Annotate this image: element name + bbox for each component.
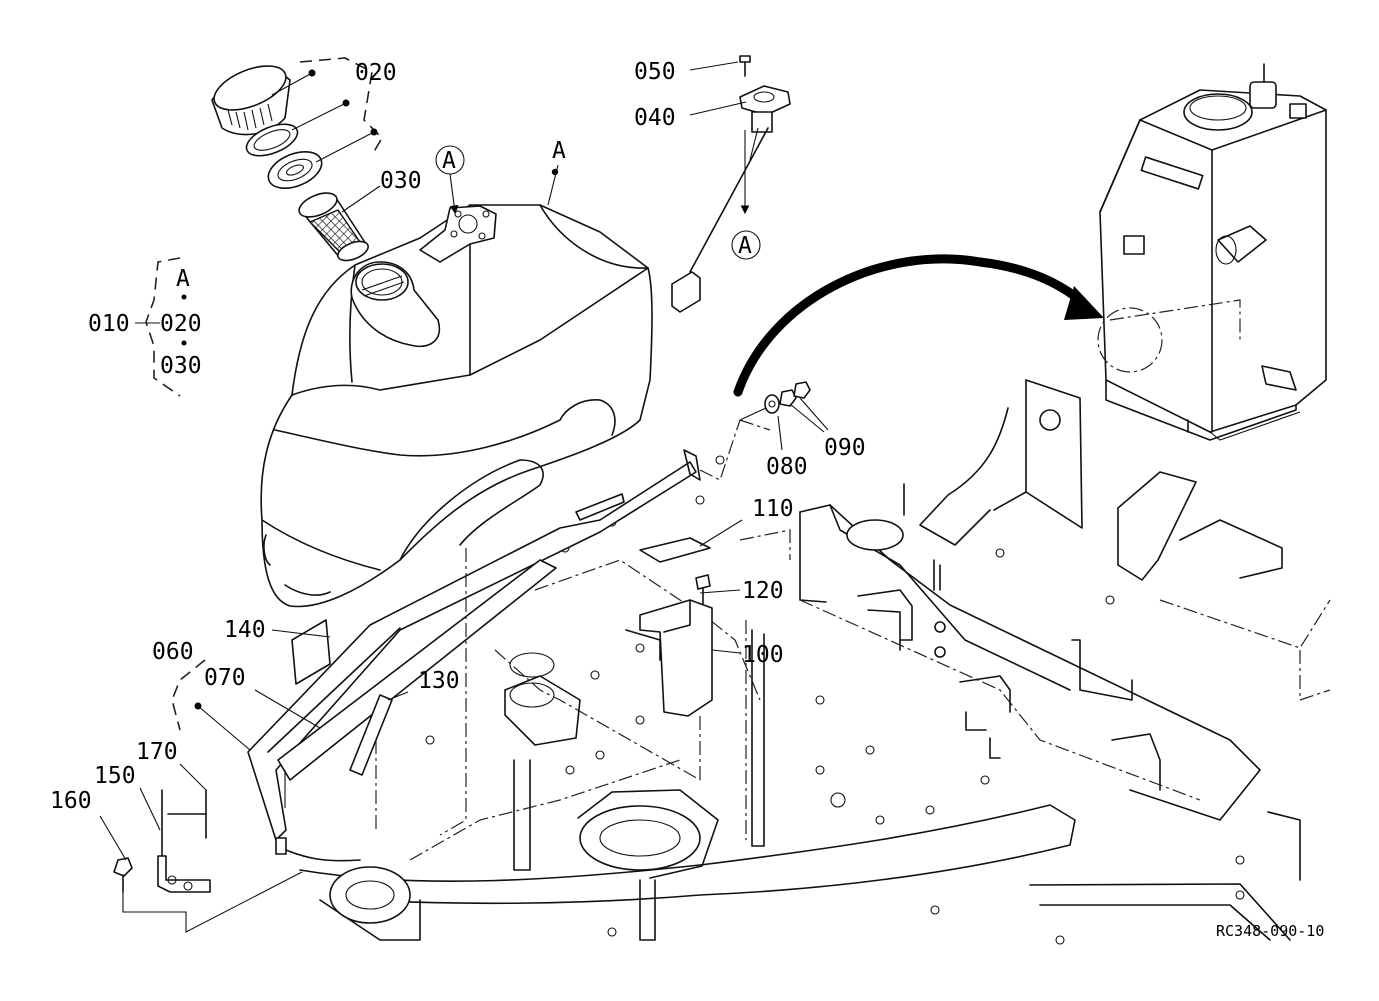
callout-120: 120 [742,578,784,604]
group-bracket-010 [145,257,181,397]
callout-030: 030 [380,168,422,194]
stay-150 [157,789,211,893]
machine-frame [299,379,1331,945]
callout-060: 060 [152,639,194,665]
group-bracket-020 [299,57,384,156]
callout-020: 020 [355,60,397,86]
bolt-160 [113,857,133,893]
callout-170: 170 [136,739,178,765]
pad-110 [639,537,711,563]
connection-mark-a-tank: A [435,145,465,215]
bolt-stud [575,493,625,521]
drawing-code: RC348-090-10 [1216,922,1324,940]
frame-holes [425,455,1245,945]
callout-110: 110 [752,496,794,522]
side-cover-plate [247,449,701,862]
view-direction-arrow [733,254,1104,397]
svg-text:A: A [738,233,752,259]
fuel-tank [260,204,653,608]
group-item-020: 020 [160,311,202,337]
tank-ref-label: A [547,138,566,206]
callout-090: 090 [824,435,866,461]
strainer-basket [298,192,369,262]
washer-080 [764,394,780,414]
sender-screw [739,55,751,77]
pin-170 [167,789,207,839]
group-item-030: 030 [160,353,202,379]
connection-mark-a-sender: A [731,130,761,260]
bolt-120 [695,574,711,605]
fuel-sender-unit [671,85,791,313]
pad-130 [349,694,393,776]
callout-100: 100 [742,642,784,668]
callout-070: 070 [204,665,246,691]
callout-040: 040 [634,105,676,131]
callout-160: 160 [50,788,92,814]
callout-010: 010 [88,311,130,337]
callout-050: 050 [634,59,676,85]
cap-gasket [245,123,299,157]
filler-cap [211,65,291,136]
bracket-100 [625,599,713,717]
svg-text:A: A [442,148,456,174]
callout-140: 140 [224,617,266,643]
nuts-090 [779,381,811,407]
leader-lines [99,397,829,861]
strainer-ring [267,151,323,189]
svg-text:A: A [552,138,566,164]
callout-150: 150 [94,763,136,789]
group-bracket-060 [171,659,206,731]
tank-reference-view [1097,63,1327,441]
callout-080: 080 [766,454,808,480]
callout-130: 130 [418,668,460,694]
group-ref-a: A [176,266,190,292]
